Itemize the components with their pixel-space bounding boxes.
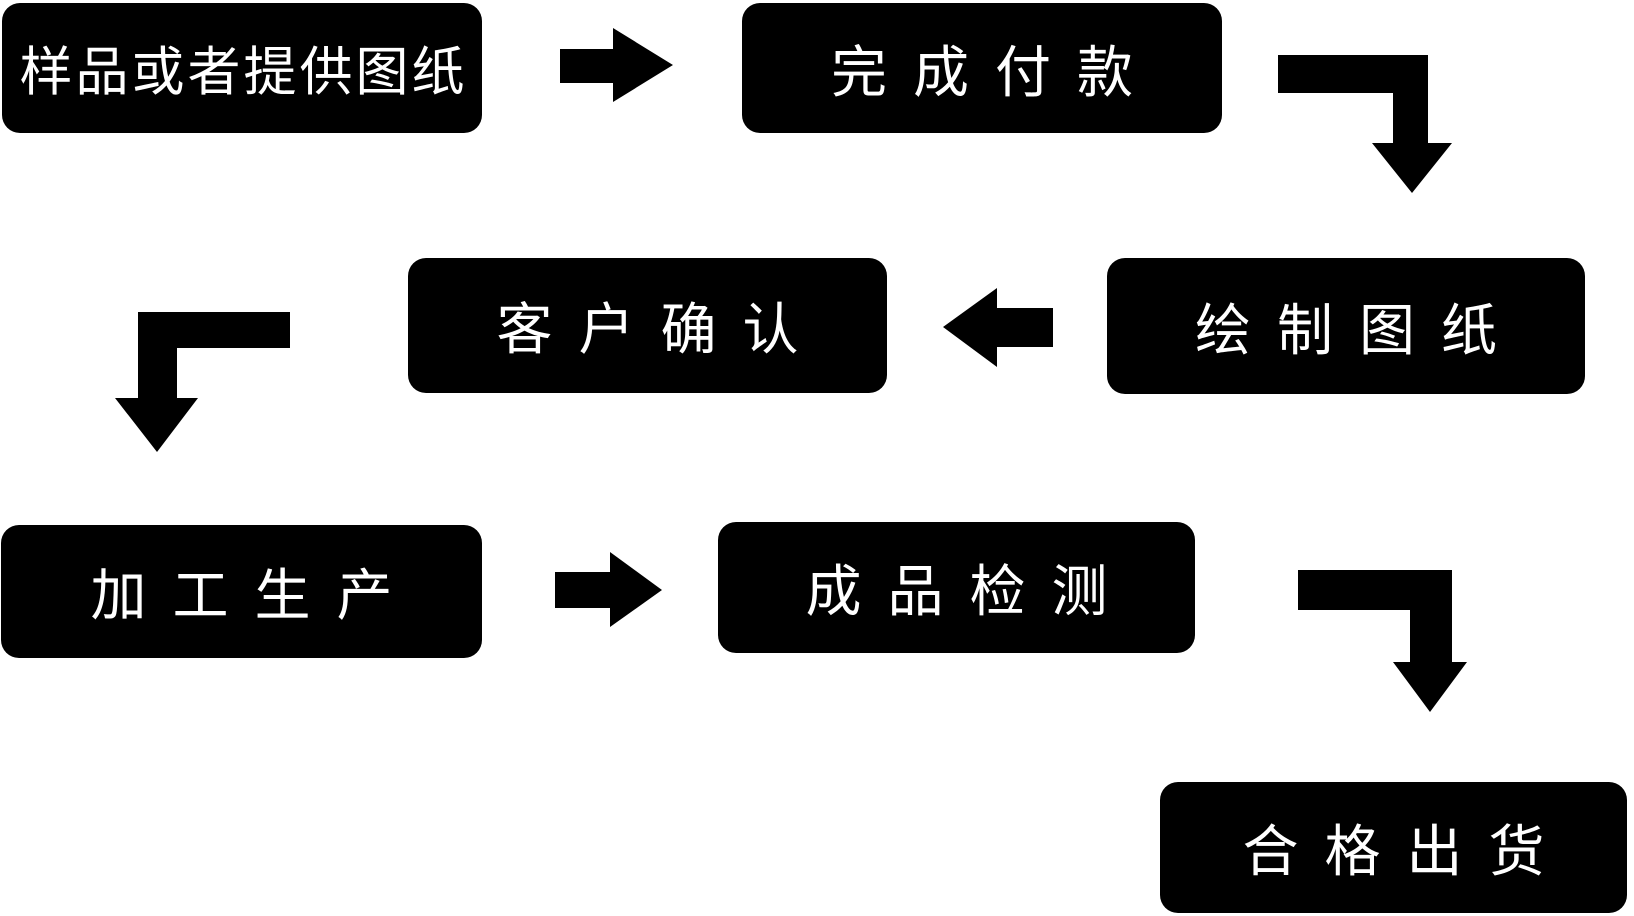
node-label: 完成付款 [831, 40, 1159, 104]
node-complete-payment: 完成付款 [742, 3, 1222, 133]
arrow-left-1 [943, 288, 1053, 367]
node-finished-product-inspection: 成品检测 [718, 522, 1195, 653]
node-customer-confirmation: 客户确认 [408, 258, 887, 393]
node-qualified-shipment: 合格出货 [1160, 782, 1627, 913]
arrow-right-2 [555, 552, 662, 627]
arrow-elbow-right-down-2 [1298, 570, 1467, 712]
node-processing-production: 加工生产 [1, 525, 482, 658]
arrow-elbow-left-down-1 [115, 312, 290, 452]
node-sample-or-provide-drawings: 样品或者提供图纸 [2, 3, 482, 133]
arrow-right-1 [560, 28, 673, 102]
node-label: 客户确认 [496, 298, 825, 361]
node-label: 绘制图纸 [1195, 298, 1523, 362]
node-label: 样品或者提供图纸 [19, 43, 468, 102]
arrow-elbow-right-down-1 [1278, 55, 1452, 193]
node-label: 成品检测 [805, 560, 1134, 623]
node-draw-drawings: 绘制图纸 [1107, 258, 1585, 394]
node-label: 加工生产 [90, 564, 419, 627]
node-label: 合格出货 [1242, 820, 1571, 883]
